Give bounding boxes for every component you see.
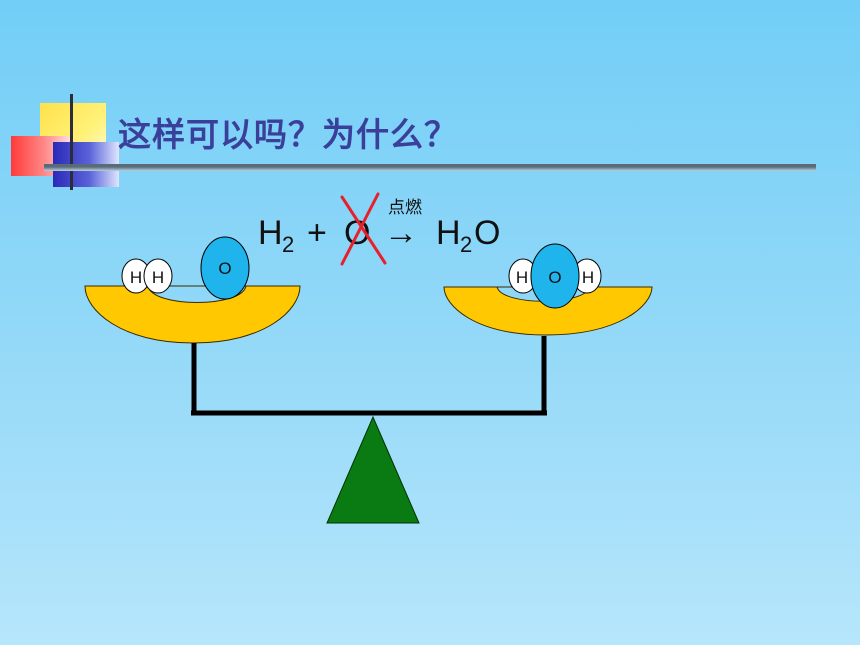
left-o-atom [200,236,250,300]
eq-condition: 点燃 [388,198,422,217]
eq-product-subscript: 2 [460,232,472,257]
right-h1-label: H [516,268,528,287]
left-h1-label: H [130,268,142,287]
left-h2-label: H [152,268,164,287]
eq-product-h: H [436,214,461,252]
left-o-label: O [218,259,231,278]
cross-mark [340,192,387,266]
right-o-atom [530,243,580,309]
balance-beam [191,336,547,416]
eq-h2-subscript: 2 [282,232,294,257]
eq-plus: + [307,214,327,252]
fulcrum [326,415,420,524]
deco-vertical-line [70,94,73,190]
eq-h2-symbol: H [258,214,283,252]
left-molecules: H H O [121,236,250,300]
right-o-label: O [548,268,561,287]
right-h2-label: H [582,268,594,287]
left-pan [84,285,301,344]
chemical-equation: H 2 + O → 点燃 H 2 O [258,198,500,257]
title-underline [44,164,816,171]
left-h-atom-2 [143,258,173,294]
eq-product-o: O [474,214,500,252]
right-molecule: H O H [508,243,602,309]
eq-arrow: → [384,214,418,252]
slide-title: 这样可以吗？为什么？ [118,115,458,154]
